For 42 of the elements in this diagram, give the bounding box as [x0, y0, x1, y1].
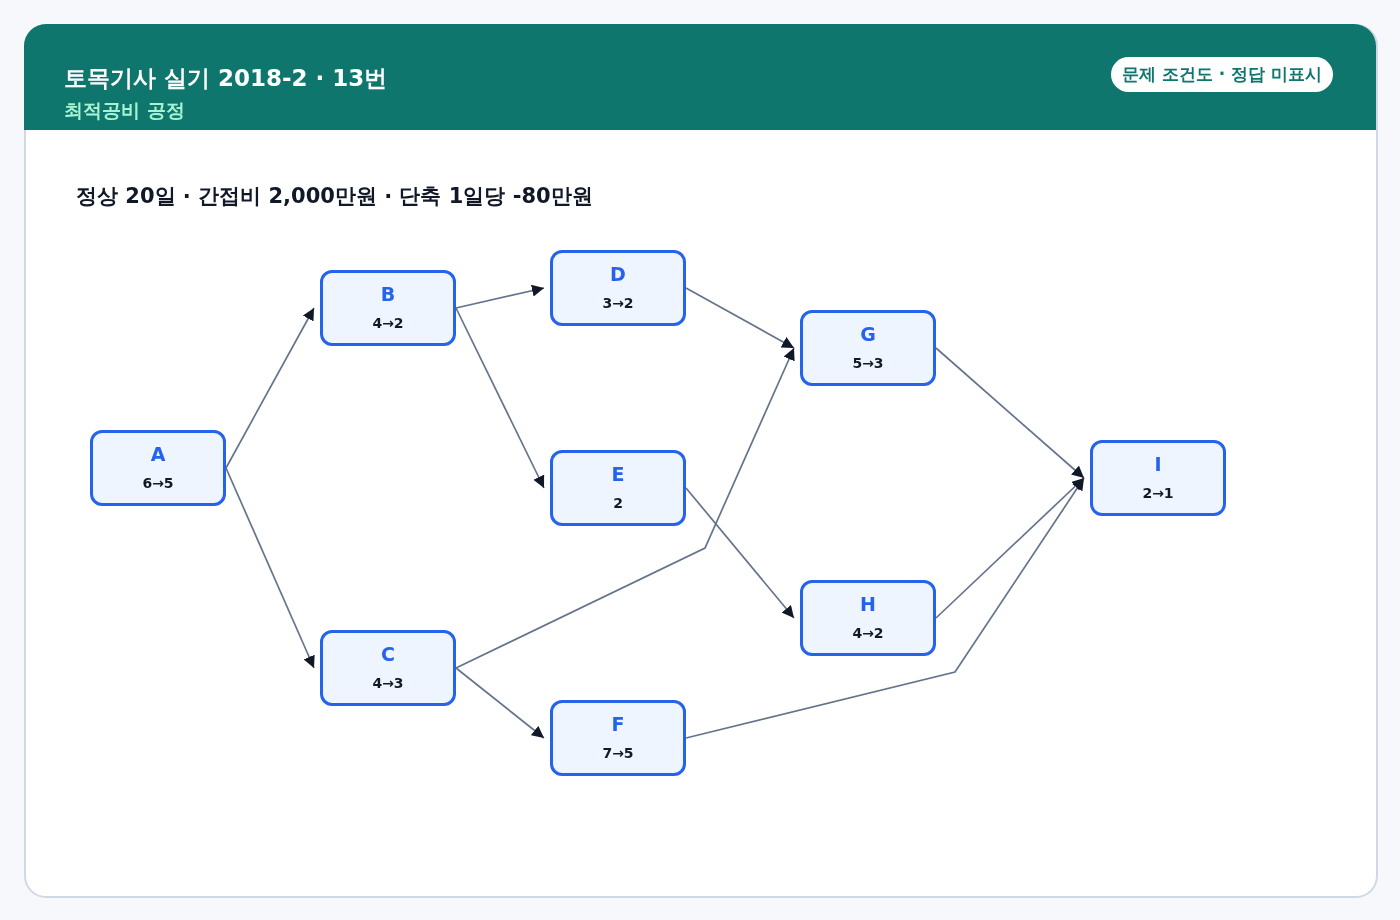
activity-name: G — [860, 323, 876, 345]
duration-text: 2 — [613, 495, 623, 511]
activity-box — [550, 700, 686, 776]
activity-name: D — [610, 263, 626, 285]
activity-box — [90, 430, 226, 506]
arrow — [935, 477, 1085, 619]
duration-text: 4→3 — [372, 675, 404, 691]
activity-name: F — [611, 713, 625, 735]
arrow — [685, 487, 795, 619]
activity-box — [320, 270, 456, 346]
activity-name: H — [860, 593, 876, 615]
activity-box — [800, 310, 936, 386]
duration-text: 2→1 — [1142, 485, 1174, 501]
activity-name: A — [150, 443, 166, 465]
arrow — [685, 477, 1085, 739]
info-text: 정상 20일 · 간접비 2,000만원 · 단축 1일당 -80만원 — [76, 183, 593, 210]
arrow — [225, 307, 315, 469]
duration-text: 5→3 — [852, 355, 884, 371]
activity-name: C — [381, 643, 395, 665]
activity-box — [320, 630, 456, 706]
duration-text: 6→5 — [142, 475, 174, 491]
subtitle: 최적공비 공정 — [64, 98, 185, 123]
duration-text: 4→2 — [372, 315, 404, 331]
arrow — [455, 284, 545, 309]
activity-box — [800, 580, 936, 656]
arrow — [225, 467, 315, 669]
arrow — [685, 287, 795, 349]
duration-text: 3→2 — [602, 295, 634, 311]
activity-box — [550, 450, 686, 526]
title: 토목기사 실기 2018-2 · 13번 — [64, 64, 388, 93]
arrow — [455, 347, 795, 669]
activity-name: I — [1154, 453, 1162, 475]
arrow — [455, 307, 545, 489]
arrow — [935, 347, 1085, 479]
activity-box — [550, 250, 686, 326]
arrow — [455, 667, 545, 739]
duration-text: 4→2 — [852, 625, 884, 641]
activity-box — [1090, 440, 1226, 516]
activity-name: B — [380, 283, 396, 305]
activity-name: E — [611, 463, 625, 485]
status-badge: 문제 조건도 · 정답 미표시 — [1111, 57, 1334, 92]
duration-text: 7→5 — [602, 745, 634, 761]
